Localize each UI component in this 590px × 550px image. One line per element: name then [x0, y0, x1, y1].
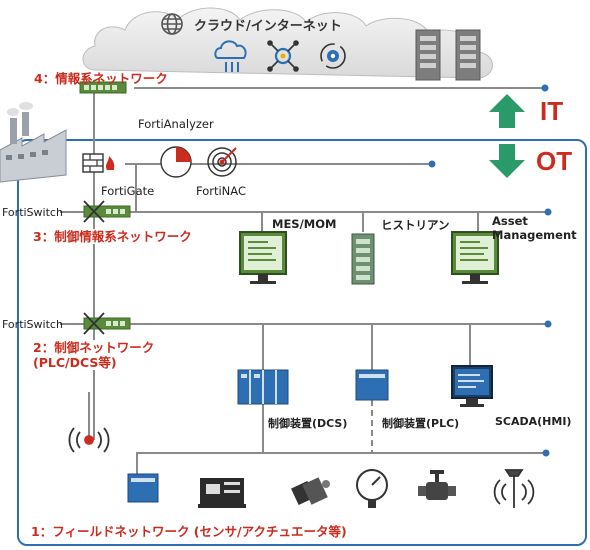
wireless-sensor-icon [68, 392, 110, 453]
forti-nac-label: FortiNAC [196, 184, 246, 198]
forti-switch-1-icon [83, 200, 131, 223]
ot-arrow-icon [489, 144, 525, 178]
forti-switch-2-label: FortiSwitch [2, 318, 63, 331]
info-switch-icon [79, 81, 127, 94]
asset-label-line2: Management [492, 228, 577, 242]
historian-label: ヒストリアン [381, 218, 450, 232]
forti-analyzer-label: FortiAnalyzer [138, 117, 214, 131]
cloud-storage-icon [214, 40, 247, 72]
forti-gate-icon [82, 153, 115, 173]
forti-analyzer-icon [160, 146, 192, 178]
bus-lines [60, 80, 548, 478]
asset-label-line1: Asset [492, 214, 528, 228]
it-arrow-icon [489, 94, 525, 128]
asset-monitor-icon [451, 231, 499, 284]
forti-switch-1-label: FortiSwitch [2, 206, 63, 219]
internet-server-icon [415, 29, 441, 81]
forti-nac-icon [207, 147, 237, 177]
factory-icon [0, 102, 67, 183]
control-network-line1: 2：制御ネットワーク [33, 340, 155, 355]
signal-sensor-icon [493, 469, 535, 508]
mes-label: MES/MOM [272, 217, 337, 231]
forti-switch-2-icon [83, 312, 131, 335]
control-info-network-label: 3：制御情報系ネットワーク [30, 229, 195, 244]
cloud-gear-icon [320, 43, 346, 69]
bus-endpoints [428, 84, 552, 457]
ot-boundary [17, 139, 587, 546]
pressure-gauge-icon [356, 469, 388, 508]
dcs-label: 制御装置(DCS) [268, 417, 348, 430]
control-network-label: 2：制御ネットワーク (PLC/DCS等) [30, 340, 158, 370]
scada-monitor-icon [451, 365, 493, 407]
field-network-label: 1：フィールドネットワーク (センサ/アクチュエータ等) [28, 524, 350, 539]
it-layer-label: IT [540, 96, 564, 126]
asset-management-label: Asset Management [492, 214, 577, 242]
internet-server-icon [455, 29, 481, 81]
field-io-module-icon [127, 473, 159, 503]
historian-server-icon [351, 233, 375, 285]
scada-label: SCADA(HMI) [495, 415, 572, 428]
control-network-line2: (PLC/DCS等) [33, 355, 117, 370]
machine-tool-icon [198, 478, 246, 508]
info-network-label: 4：情報系ネットワーク [34, 71, 168, 86]
servo-motor-icon [291, 477, 330, 505]
forti-gate-label: FortiGate [101, 184, 155, 198]
plc-label: 制御装置(PLC) [382, 417, 460, 430]
ai-network-icon [267, 40, 299, 72]
globe-icon [161, 13, 183, 35]
valve-icon [418, 470, 456, 500]
dcs-controller-icon [237, 369, 289, 405]
cloud-label: クラウド/インターネット [194, 19, 342, 34]
ot-layer-label: OT [536, 146, 573, 176]
mes-monitor-icon [239, 231, 287, 284]
plc-controller-icon [355, 369, 389, 401]
